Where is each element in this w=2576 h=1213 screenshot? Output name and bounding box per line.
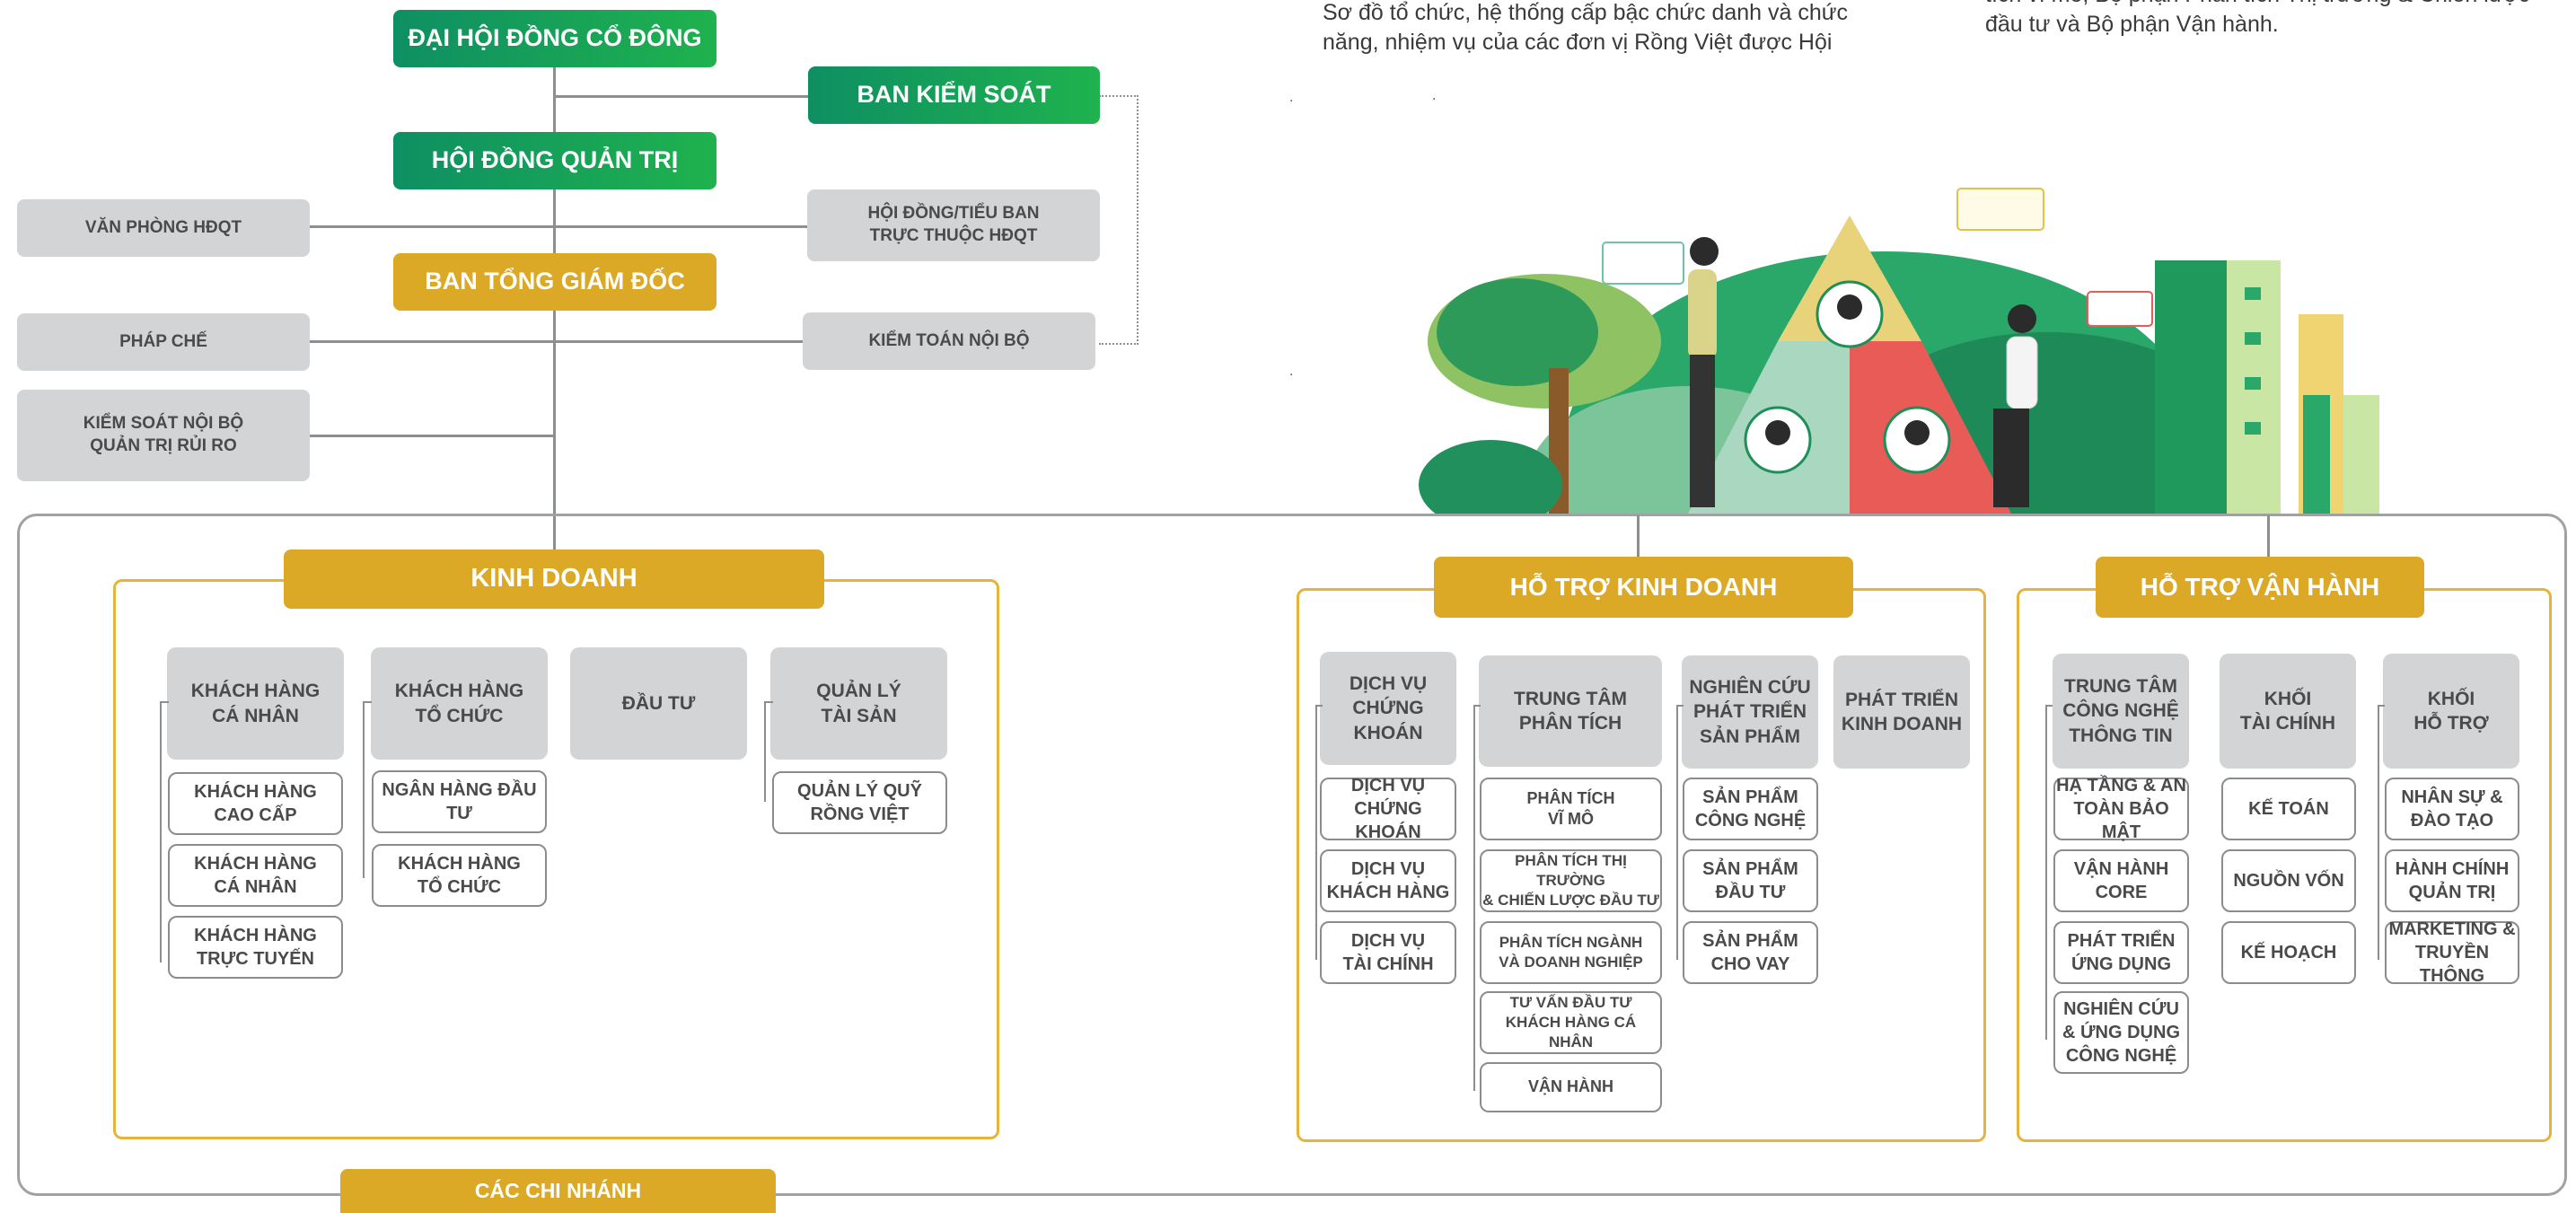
ngan-hang-dau-tu: NGÂN HÀNG ĐẦU TƯ (372, 770, 547, 833)
connector-vp (308, 225, 809, 228)
nhan-su-dao-tao: NHÂN SỰ & ĐÀO TẠO (2385, 778, 2519, 840)
hanh-chinh-quan-tri: HÀNH CHÍNH QUẢN TRỊ (2385, 849, 2519, 912)
khoi-ho-tro: KHỐI HỖ TRỢ (2383, 654, 2519, 769)
ha-tang-an-toan: HẠ TẦNG & AN TOÀN BẢO MẬT (2053, 776, 2189, 842)
ho-tro-kd-title: HỖ TRỢ KINH DOANH (1434, 557, 1853, 618)
dot-mark: . (1432, 88, 1437, 103)
intro-text-right: tích vĩ mô, Bộ phận Phân tích Thị trường… (1985, 0, 2529, 37)
bracket-kh-to-chuc (363, 701, 365, 878)
sp-cho-vay: SẢN PHẨM CHO VAY (1683, 921, 1818, 984)
main-frame (17, 514, 2567, 1196)
bracket-tick (2045, 705, 2053, 707)
bracket-qlts (764, 701, 766, 802)
sp-cong-nghe: SẢN PHẨM CÔNG NGHỆ (1683, 778, 1818, 840)
quan-ly-tai-san: QUẢN LÝ TÀI SẢN (770, 647, 947, 760)
kiem-toan-noi-bo: KIỂM TOÁN NỘI BỘ (803, 312, 1095, 370)
bracket-tick (363, 701, 372, 703)
tu-van-dau-tu: TƯ VẤN ĐẦU TƯ KHÁCH HÀNG CÁ NHÂN (1480, 991, 1662, 1054)
bracket-ttpt (1473, 705, 1475, 1091)
nc-phat-trien-sp: NGHIÊN CỨU PHÁT TRIỂN SẢN PHẨM (1682, 655, 1818, 769)
van-phong-hdqt: VĂN PHÒNG HĐQT (17, 199, 310, 257)
ke-toan: KẾ TOÁN (2221, 778, 2356, 840)
phat-trien-kinh-doanh: PHÁT TRIỂN KINH DOANH (1833, 655, 1970, 769)
bracket-tick (764, 701, 773, 703)
bracket-ncpt (1676, 705, 1678, 960)
dich-vu-chung-khoan: DỊCH VỤ CHỨNG KHOÁN (1320, 652, 1456, 765)
bracket-cntt (2045, 705, 2047, 1040)
dv-khach-hang: DỊCH VỤ KHÁCH HÀNG (1320, 849, 1456, 912)
dotted-connector (1099, 95, 1139, 345)
quan-ly-quy: QUẢN LÝ QUỸ RỒNG VIỆT (772, 771, 947, 834)
nguon-von: NGUỒN VỐN (2221, 849, 2356, 912)
van-hanh-core: VẬN HÀNH CORE (2053, 849, 2189, 912)
kh-cao-cap: KHÁCH HÀNG CAO CẤP (168, 772, 343, 835)
bracket-tick (1473, 705, 1481, 707)
khoi-tai-chinh: KHỐI TÀI CHÍNH (2220, 654, 2356, 769)
bracket-tick (160, 701, 169, 703)
dau-tu: ĐẦU TƯ (570, 647, 747, 760)
kinh-doanh-title: KINH DOANH (284, 549, 824, 609)
nc-ung-dung-cong-nghe: NGHIÊN CỨU & ỨNG DỤNG CÔNG NGHỆ (2053, 991, 2189, 1074)
hoi-dong-tieu-ban: HỘI ĐỒNG/TIỂU BAN TRỰC THUỘC HĐQT (807, 189, 1100, 261)
dai-hoi-dong-co-dong: ĐẠI HỘI ĐỒNG CỔ ĐÔNG (393, 10, 717, 67)
kh-to-chuc: KHÁCH HÀNG TỔ CHỨC (371, 647, 548, 760)
ke-hoach: KẾ HOẠCH (2221, 921, 2356, 984)
teamwork-illustration (1419, 188, 2379, 514)
dv-chung-khoan-sub: DỊCH VỤ CHỨNG KHOÁN (1320, 776, 1456, 842)
bracket-tick (1676, 705, 1684, 707)
dot-mark: . (1289, 364, 1294, 379)
ho-tro-vh-title: HỖ TRỢ VẬN HÀNH (2096, 557, 2424, 618)
phat-trien-ung-dung: PHÁT TRIỂN ỨNG DỤNG (2053, 921, 2189, 984)
kh-to-chuc-sub: KHÁCH HÀNG TỔ CHỨC (372, 844, 547, 907)
bracket-khoi-ht (2378, 705, 2379, 960)
connector-hotro-vh (2267, 515, 2270, 558)
marketing-truyen-thong: MARKETING & TRUYỀN THÔNG (2385, 919, 2519, 986)
dv-tai-chinh: DỊCH VỤ TÀI CHÍNH (1320, 921, 1456, 984)
connector-hotro-kd (1637, 515, 1640, 558)
dot-mark: . (1289, 90, 1294, 105)
pt-vi-mo: PHÂN TÍCH VĨ MÔ (1480, 778, 1662, 840)
bracket-kh-ca-nhan (160, 701, 162, 962)
sp-dau-tu: SẢN PHẨM ĐẦU TƯ (1683, 849, 1818, 912)
hoi-dong-quan-tri: HỘI ĐỒNG QUẢN TRỊ (393, 132, 717, 189)
kiem-soat-noi-bo: KIỂM SOÁT NỘI BỘ QUẢN TRỊ RỦI RO (17, 390, 310, 481)
bracket-tick (1315, 705, 1323, 707)
connector-ksnb (308, 435, 556, 437)
bracket-tick (2378, 705, 2385, 707)
ban-kiem-soat: BAN KIỂM SOÁT (808, 66, 1100, 124)
connector-phap-che (308, 340, 804, 343)
van-hanh: VẬN HÀNH (1480, 1062, 1662, 1112)
pt-thi-truong: PHÂN TÍCH THỊ TRƯỜNG & CHIẾN LƯỢC ĐẦU TƯ (1480, 849, 1662, 912)
cac-chi-nhanh: CÁC CHI NHÁNH (340, 1169, 776, 1213)
trung-tam-phan-tich: TRUNG TÂM PHÂN TÍCH (1479, 655, 1662, 767)
bracket-dvck (1315, 705, 1317, 960)
kh-truc-tuyen: KHÁCH HÀNG TRỰC TUYẾN (168, 916, 343, 979)
kh-ca-nhan-sub: KHÁCH HÀNG CÁ NHÂN (168, 844, 343, 907)
intro-text-left: Sơ đồ tổ chức, hệ thống cấp bậc chức dan… (1323, 0, 1848, 55)
kh-ca-nhan: KHÁCH HÀNG CÁ NHÂN (167, 647, 344, 760)
phap-che: PHÁP CHẾ (17, 313, 310, 371)
pt-nganh: PHÂN TÍCH NGÀNH VÀ DOANH NGHIỆP (1480, 921, 1662, 984)
connector-bks (554, 95, 809, 98)
pyramid-top (1778, 215, 1921, 341)
ban-tong-giam-doc: BAN TỔNG GIÁM ĐỐC (393, 253, 717, 311)
tt-cong-nghe-thong-tin: TRUNG TÂM CÔNG NGHỆ THÔNG TIN (2053, 654, 2189, 769)
